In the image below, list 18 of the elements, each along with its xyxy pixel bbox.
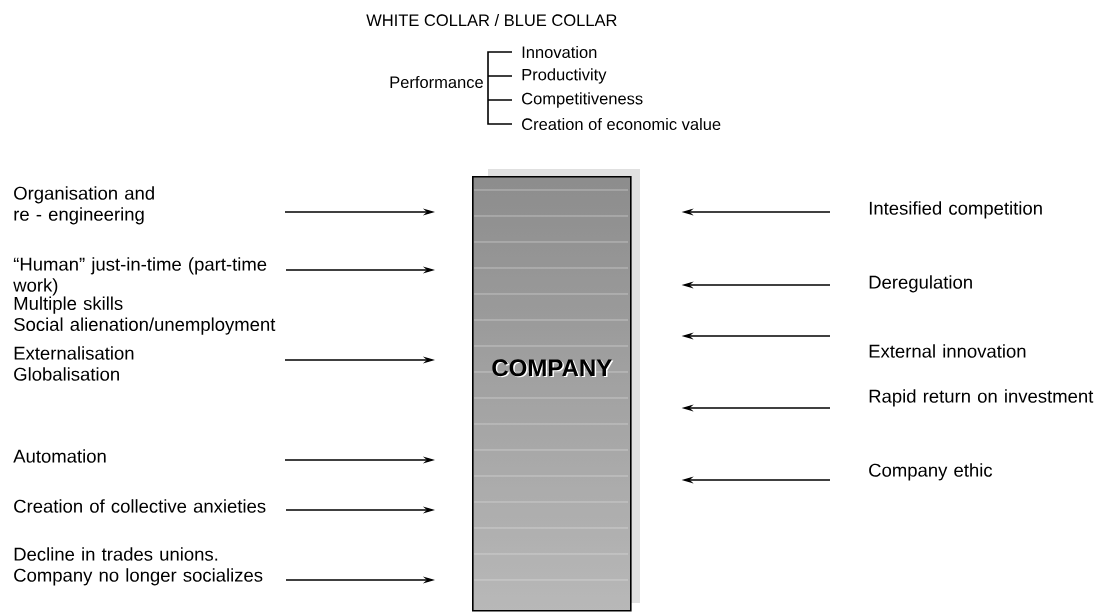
factor-text: Rapid return on investment — [869, 389, 1094, 407]
factor-text: Automation — [13, 449, 106, 463]
label-text: Innovation — [522, 45, 597, 59]
factor-text: Company ethic — [869, 463, 993, 481]
label-text: Performance — [390, 75, 483, 89]
factor-text: “Human” just-in-time (part-time work) Multiple skills Social alienation/unemployment — [13, 257, 276, 335]
factor-text: Creation of collective anxieties — [14, 499, 266, 513]
factor-text: Decline in trades unions. Company no longer socializes — [14, 547, 263, 586]
factor-text: External innovation — [869, 344, 1026, 358]
label-text: Competitiveness — [522, 92, 643, 108]
company-box: COMPANY — [472, 169, 640, 612]
factor-text: Deregulation — [869, 275, 972, 293]
label-text: Productivity — [522, 68, 607, 84]
label-text: Creation of economic value — [522, 117, 721, 131]
factor-text: Intesified competition — [869, 201, 1042, 219]
heading-text: WHITE COLLAR / BLUE COLLAR — [366, 13, 617, 27]
factor-text: Organisation and re - engineering — [14, 186, 154, 225]
factor-text: Externalisation Globalisation — [14, 346, 134, 381]
